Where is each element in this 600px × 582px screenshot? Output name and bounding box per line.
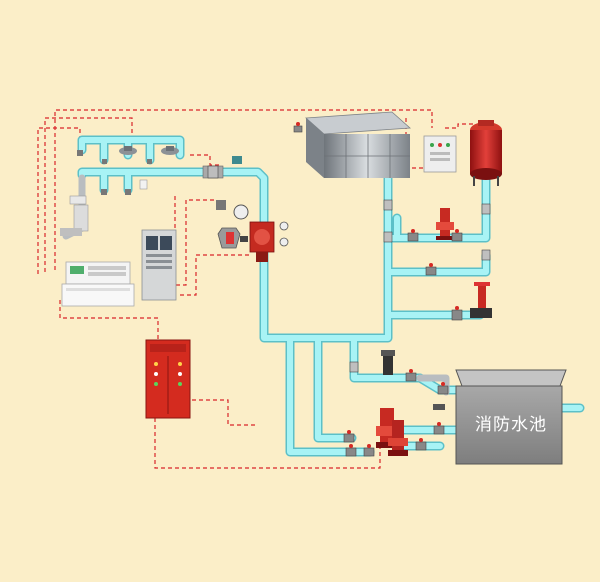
- fire-pump-1: [376, 408, 398, 448]
- fire-pump-2: [388, 420, 408, 456]
- valve-handles: [296, 122, 459, 448]
- pressure-tank: [470, 120, 502, 186]
- test-outlet: [60, 204, 89, 236]
- signal-line-switch: [190, 154, 222, 166]
- sprinkler-heads: [69, 146, 179, 205]
- signal-valve: [232, 156, 242, 164]
- signal-line-pump2: [192, 399, 258, 426]
- control-panel: [141, 229, 177, 301]
- electrical-box: [423, 135, 457, 173]
- signal-line-pump: [154, 418, 381, 469]
- signal-line-tank: [445, 123, 474, 129]
- fire-water-pool: [433, 369, 567, 465]
- jockey-pump-small: [381, 350, 395, 375]
- signal-line-valve: [176, 199, 216, 286]
- signal-line-sprinkler: [44, 117, 133, 272]
- flow-indicator: [69, 195, 87, 205]
- sprinkler-head: [125, 189, 131, 195]
- booster-pump: [436, 208, 454, 240]
- signal-line-top: [54, 109, 433, 270]
- signal-line-alarm: [180, 254, 252, 296]
- fire-hydrant: [470, 282, 492, 318]
- roof-water-tank: [305, 111, 411, 178]
- sprinkler-head: [101, 189, 107, 195]
- pump-control-cabinet: [145, 339, 191, 419]
- pipe-valves: [207, 125, 491, 457]
- fire-pool-label: 消防水池: [475, 415, 547, 435]
- alarm-controller: [61, 261, 135, 307]
- signal-line-cabinet: [59, 300, 159, 340]
